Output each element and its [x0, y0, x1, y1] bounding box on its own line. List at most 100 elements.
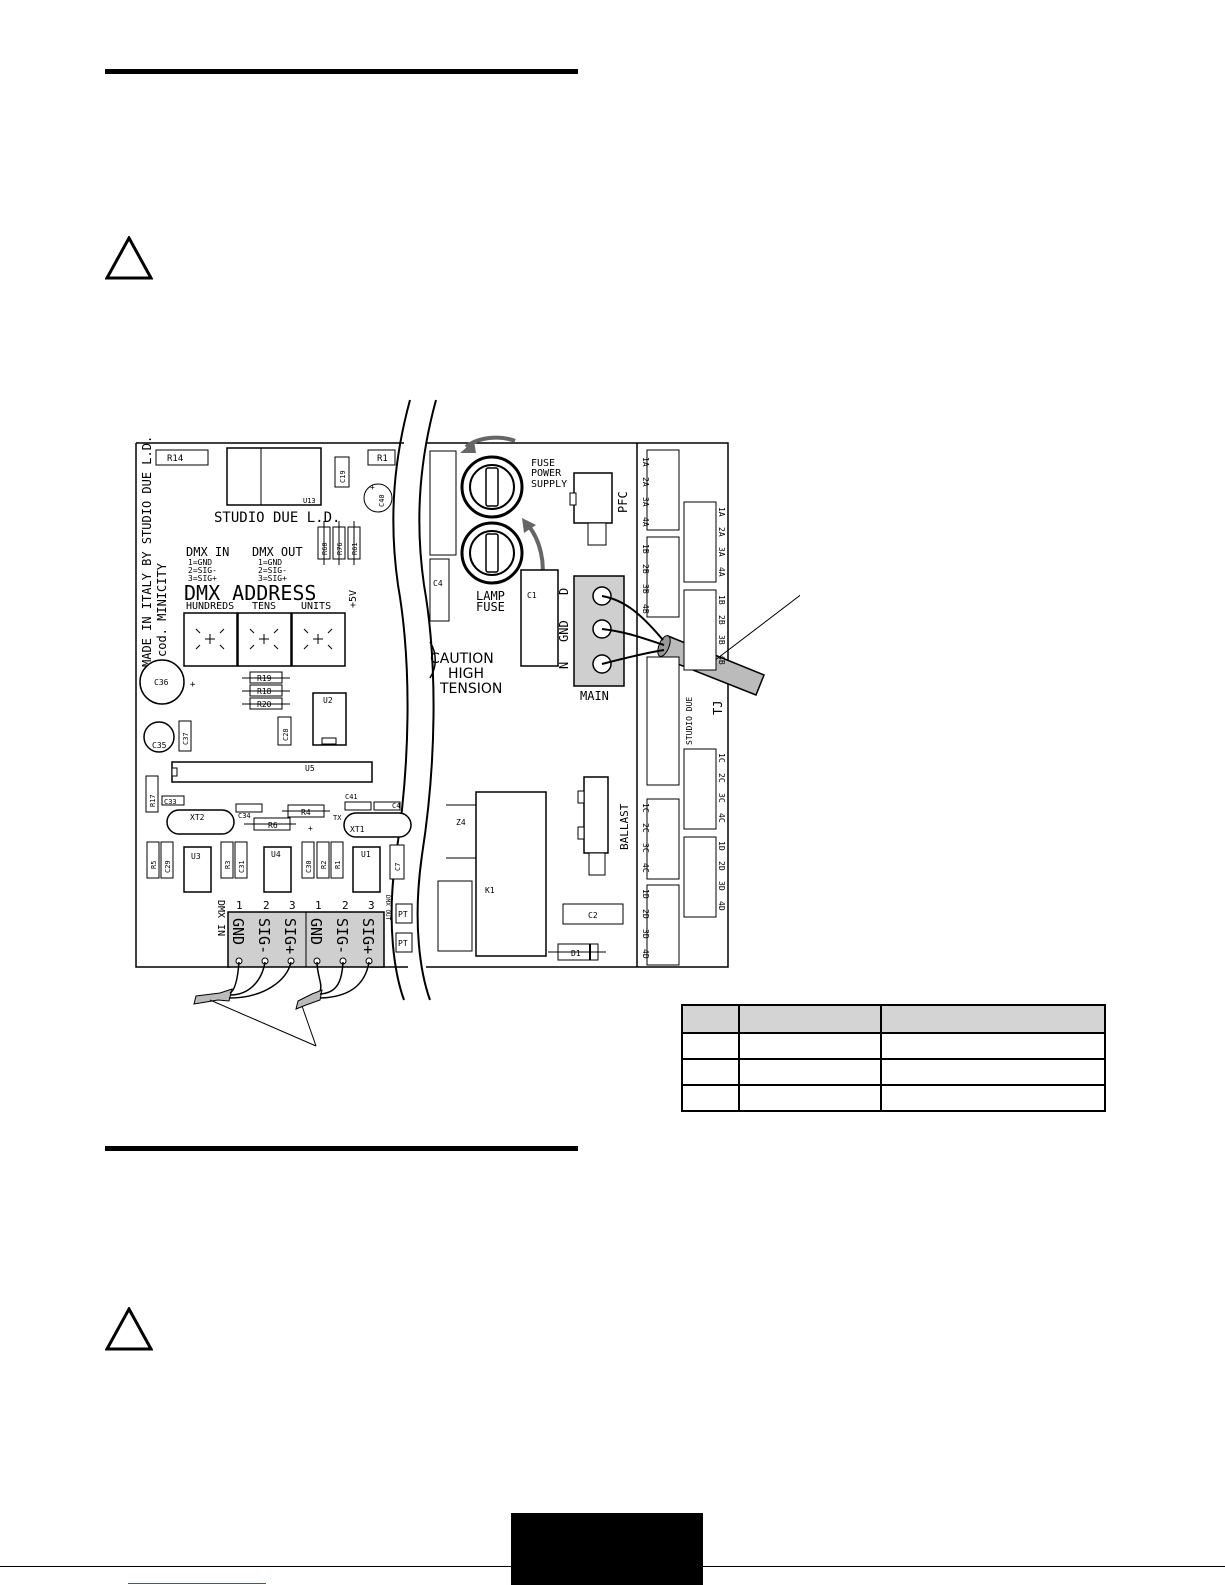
- svg-text:2D: 2D: [717, 861, 726, 871]
- label-dmx-out: DMX OUT: [252, 545, 303, 559]
- label-units: UNITS: [301, 601, 331, 612]
- svg-text:3D: 3D: [717, 881, 726, 891]
- label-c19: C19: [339, 470, 347, 483]
- table-cell: [738, 1084, 882, 1112]
- svg-text:4C: 4C: [641, 863, 650, 873]
- svg-text:3A: 3A: [641, 497, 650, 507]
- svg-text:TX: TX: [333, 814, 342, 822]
- r19-r18-r20: R19 R18 R20: [242, 671, 290, 710]
- svg-text:2=SIG-: 2=SIG-: [188, 566, 217, 575]
- svg-text:2C: 2C: [717, 773, 726, 783]
- label-dmx-address: DMX ADDRESS: [184, 581, 316, 605]
- table-row: [681, 1084, 1106, 1112]
- footer-link-underline[interactable]: [128, 1583, 266, 1584]
- section-rule-bottom: [105, 1146, 578, 1151]
- svg-text:4A: 4A: [717, 567, 726, 577]
- label-r1: R1: [377, 454, 388, 464]
- table-cell: [880, 1032, 1106, 1060]
- page-number-box: [511, 1513, 703, 1585]
- svg-text:1: 1: [315, 899, 322, 912]
- label-dmx-in: DMX IN: [186, 545, 229, 559]
- svg-text:R20: R20: [257, 700, 272, 709]
- svg-text:1=GND: 1=GND: [188, 558, 212, 567]
- svg-text:K1: K1: [485, 886, 495, 895]
- svg-text:TENSION: TENSION: [439, 681, 502, 697]
- svg-text:3=SIG+: 3=SIG+: [188, 574, 217, 583]
- svg-text:C4: C4: [433, 579, 443, 588]
- label-main-n: N: [557, 662, 571, 669]
- dmx-address-dials: [183, 612, 346, 667]
- table-header-row: [681, 1004, 1106, 1034]
- warning-triangle-icon: [105, 1307, 153, 1351]
- label-brand-u13: STUDIO DUE L.D.: [214, 510, 340, 526]
- r60-r76-r61: R60 R76 R61: [317, 521, 361, 565]
- svg-text:R4: R4: [301, 808, 311, 817]
- table-cell: [738, 1058, 882, 1086]
- svg-text:XT1: XT1: [350, 825, 365, 834]
- svg-text:PT: PT: [398, 939, 408, 948]
- svg-text:1B: 1B: [717, 595, 726, 605]
- label-maker-line1: MADE IN ITALY BY STUDIO DUE L.D.: [140, 436, 154, 667]
- svg-text:R61: R61: [351, 542, 359, 555]
- svg-text:3D: 3D: [641, 929, 650, 939]
- svg-text:1C: 1C: [717, 753, 726, 763]
- svg-text:C1: C1: [527, 591, 537, 600]
- label-maker-line2: cod. MINICITY: [155, 562, 169, 657]
- svg-text:3C: 3C: [641, 843, 650, 853]
- label-studio-due: STUDIO DUE: [685, 697, 694, 745]
- svg-text:3B: 3B: [641, 584, 650, 594]
- svg-text:1A: 1A: [717, 507, 726, 517]
- svg-text:C2: C2: [588, 911, 598, 920]
- svg-text:1=GND: 1=GND: [258, 558, 282, 567]
- svg-text:SIG+: SIG+: [359, 918, 377, 954]
- label-ballast: BALLAST: [618, 803, 631, 850]
- table-header-cell: [880, 1004, 1106, 1034]
- connection-table: [681, 1004, 1106, 1112]
- svg-text:HIGH: HIGH: [448, 666, 484, 682]
- svg-text:Z4: Z4: [456, 818, 466, 827]
- pcb-wiring-diagram: R14 U13 STUDIO DUE L.D. C19 C40 + R1 R60…: [135, 399, 800, 1047]
- label-c35: C35: [152, 741, 167, 750]
- label-u2: U2: [323, 696, 333, 705]
- table-cell: [681, 1084, 740, 1112]
- label-pfc: PFC: [616, 491, 630, 513]
- dmx-terminal-numbers: 1 2 3 1 2 3: [236, 899, 375, 912]
- label-c40: C40: [378, 494, 386, 507]
- label-fuse-power-1: FUSE: [531, 458, 555, 469]
- table-cell: [681, 1058, 740, 1086]
- label-main: MAIN: [580, 689, 609, 703]
- svg-text:R1: R1: [334, 861, 342, 869]
- svg-text:2A: 2A: [641, 477, 650, 487]
- svg-text:XT2: XT2: [190, 813, 205, 822]
- label-main-d: D: [557, 588, 571, 595]
- table-header-cell: [738, 1004, 882, 1034]
- table-header-cell: [681, 1004, 740, 1034]
- svg-text:3: 3: [368, 899, 375, 912]
- svg-text:R5: R5: [150, 861, 158, 869]
- svg-text:D1: D1: [571, 949, 581, 958]
- section-rule-top: [105, 69, 578, 74]
- label-tens: TENS: [252, 601, 276, 612]
- svg-text:1D: 1D: [717, 841, 726, 851]
- svg-text:POWER: POWER: [531, 468, 562, 479]
- table-cell: [880, 1084, 1106, 1112]
- svg-text:+: +: [190, 680, 196, 690]
- jumper-labels: 1A 2A 3A 4A 1A 2A 3A 4A 1B 2B 3B 4B 1B 2…: [641, 457, 726, 959]
- svg-text:2: 2: [263, 899, 270, 912]
- svg-text:1: 1: [236, 899, 243, 912]
- label-dmx-out-side: DMX OUT: [384, 895, 391, 921]
- warning-triangle-icon: [105, 236, 153, 280]
- svg-text:U1: U1: [361, 850, 371, 859]
- table-cell: [880, 1058, 1106, 1086]
- label-tj: TJ: [711, 701, 725, 715]
- svg-text:R3: R3: [224, 861, 232, 869]
- label-hundreds: HUNDREDS: [186, 601, 234, 612]
- svg-text:C31: C31: [238, 860, 246, 873]
- svg-text:U3: U3: [191, 852, 201, 861]
- label-lamp-fuse-1: LAMP: [476, 589, 505, 603]
- table-cell: [681, 1032, 740, 1060]
- svg-text:2B: 2B: [641, 564, 650, 574]
- svg-text:C41: C41: [345, 793, 358, 801]
- svg-text:R19: R19: [257, 674, 272, 683]
- svg-text:R6: R6: [268, 821, 278, 830]
